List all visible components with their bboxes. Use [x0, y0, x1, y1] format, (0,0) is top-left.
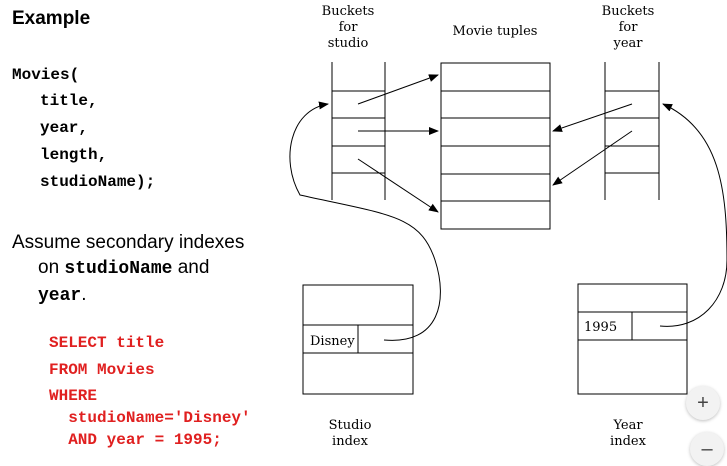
schema-attr-year: year, — [40, 119, 89, 137]
year-index-label: Year index — [610, 418, 646, 449]
assumption-line2: on studioName and — [38, 257, 210, 279]
arrow-disney-to-bucket — [289, 101, 441, 341]
year-bucket-array — [604, 62, 660, 200]
studio-index-key: Disney — [310, 334, 355, 349]
year-index-box — [577, 283, 688, 395]
year-index-key: 1995 — [584, 320, 617, 335]
assumption-line1: Assume secondary indexes — [12, 232, 245, 253]
buckets-studio-label: Buckets for studio — [321, 4, 375, 51]
schema-attr-length: length, — [40, 146, 108, 164]
plus-icon: + — [697, 391, 709, 414]
sql-from: FROM Movies — [49, 361, 155, 379]
sql-condition-studio: studioName='Disney' — [49, 409, 251, 427]
minus-icon: – — [701, 437, 713, 460]
assumption-text: Assume secondary indexes on studioName a… — [12, 230, 282, 309]
arrow-year-to-tuple-1 — [552, 103, 633, 132]
arrow-studio-to-tuple-1 — [357, 74, 439, 105]
sql-where: WHERE — [49, 387, 98, 405]
zoom-out-button[interactable]: – — [690, 432, 724, 466]
arrow-year-to-tuple-2 — [552, 130, 633, 186]
movie-tuples-table — [440, 62, 551, 230]
sql-condition-year: AND year = 1995; — [49, 431, 222, 449]
schema-attr-studioname: studioName); — [40, 173, 156, 191]
arrow-studio-to-tuple-3 — [357, 158, 439, 213]
studio-index-label: Studio index — [328, 418, 372, 449]
zoom-in-button[interactable]: + — [686, 386, 720, 420]
movie-tuples-label: Movie tuples — [452, 24, 538, 39]
schema-attr-title: title, — [40, 92, 98, 110]
arrow-1995-to-bucket — [659, 103, 727, 327]
sql-select: SELECT title — [49, 334, 165, 352]
schema-open: Movies( — [12, 66, 80, 84]
assumption-line3: year. — [38, 284, 87, 306]
index-diagram: Disney 1995 — [289, 62, 727, 395]
page-title: Example — [12, 8, 91, 29]
studio-index-box — [302, 284, 414, 395]
buckets-year-label: Buckets for year — [601, 4, 655, 51]
